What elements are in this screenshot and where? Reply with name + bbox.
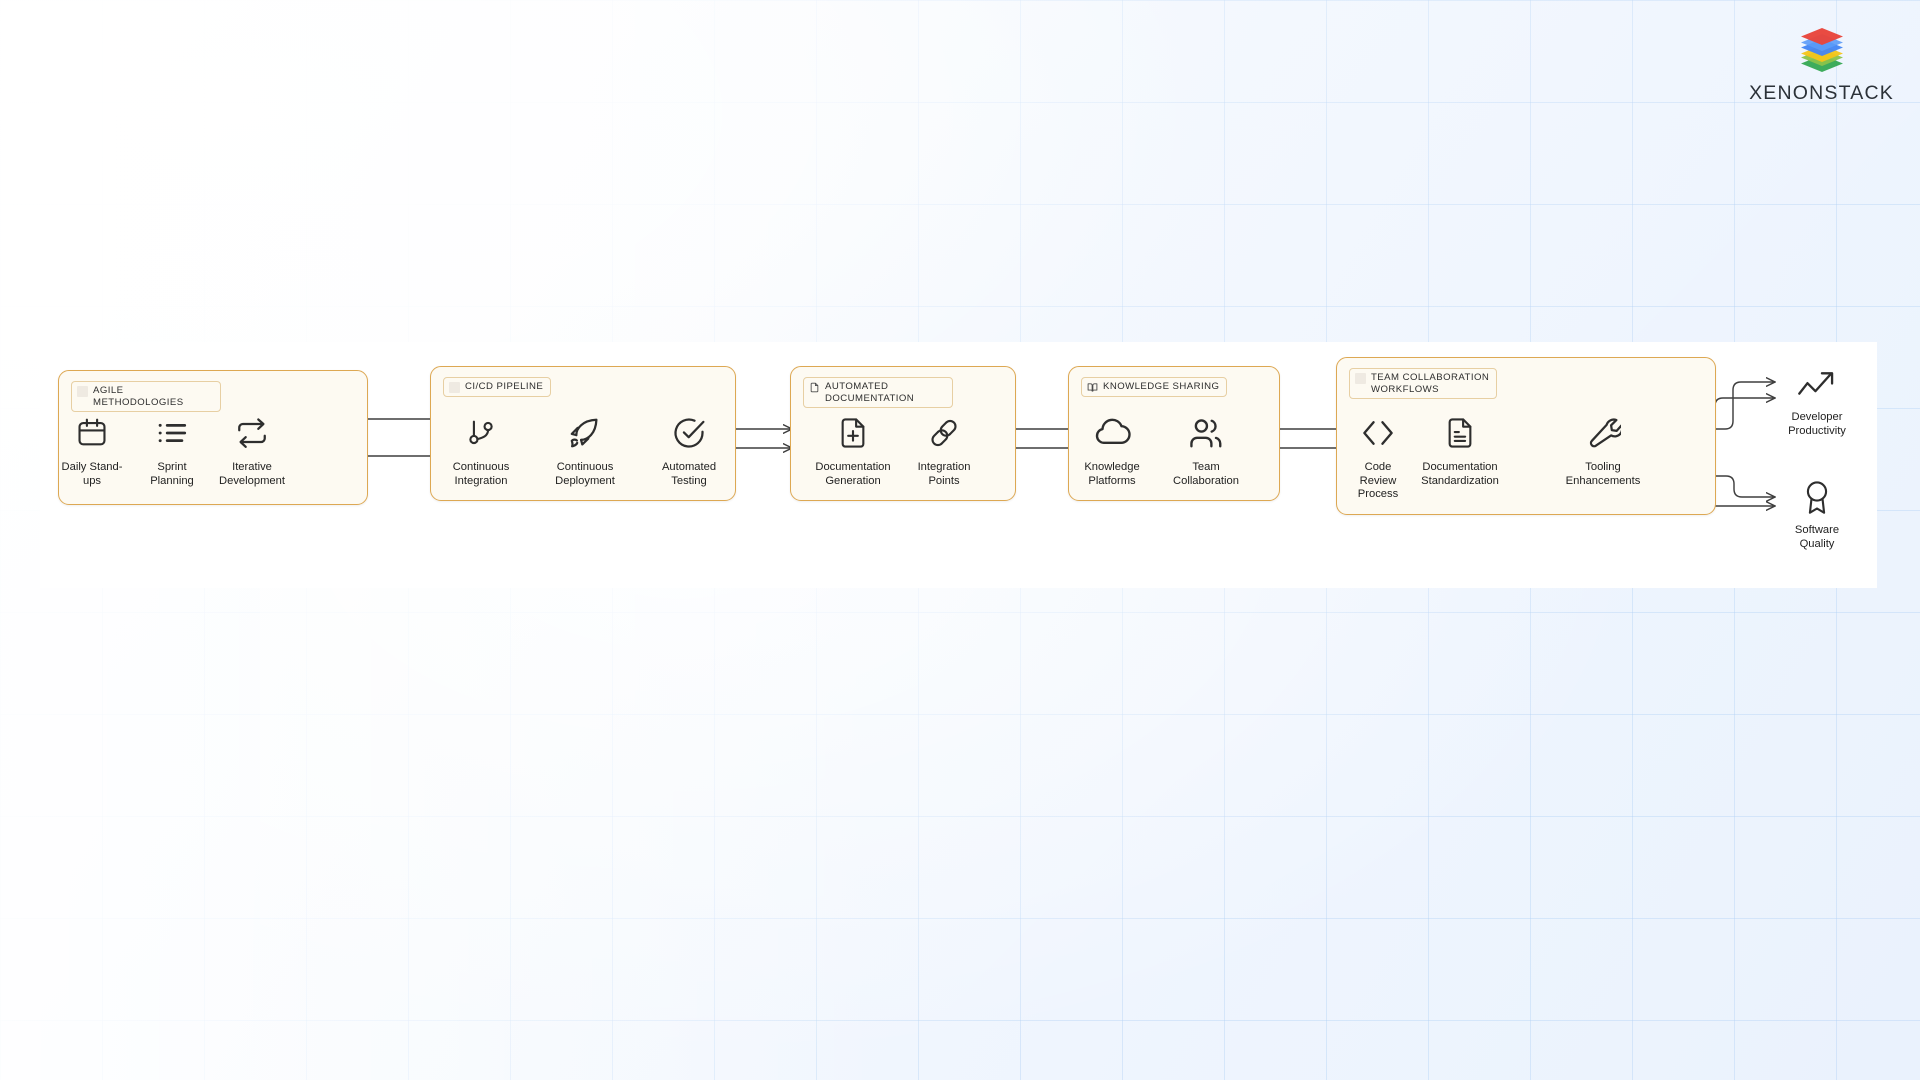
node-label: Code Review Process bbox=[1357, 461, 1399, 501]
cloud-icon bbox=[1093, 412, 1131, 454]
node-sprint-planning[interactable]: Sprint Planning bbox=[124, 412, 220, 488]
check-circle-icon bbox=[671, 412, 707, 454]
node-documentation-standardization[interactable]: Documentation Standardization bbox=[1412, 412, 1508, 488]
node-label: Automated Testing bbox=[661, 461, 717, 487]
node-label: Knowledge Platforms bbox=[1084, 461, 1140, 487]
node-label: Documentation Generation bbox=[815, 461, 891, 487]
award-badge-icon bbox=[1800, 478, 1834, 518]
node-code-review-process[interactable]: Code Review Process bbox=[1330, 412, 1426, 502]
refresh-cycle-icon bbox=[234, 412, 270, 454]
link-chain-icon bbox=[927, 412, 961, 454]
outcome-label: Developer Productivity bbox=[1788, 411, 1846, 437]
group-label-agile-methodologies: AGILE METHODOLOGIES bbox=[71, 381, 221, 412]
outcome-software-quality[interactable]: Software Quality bbox=[1762, 478, 1872, 551]
blank-square-icon bbox=[1355, 372, 1366, 384]
group-label-text: CI/CD PIPELINE bbox=[465, 381, 544, 392]
node-team-collaboration[interactable]: Team Collaboration bbox=[1158, 412, 1254, 488]
group-team-collaboration-workflows[interactable]: TEAM COLLABORATION WORKFLOWS bbox=[1336, 357, 1716, 515]
node-label: Sprint Planning bbox=[150, 461, 194, 487]
wrench-icon bbox=[1585, 412, 1621, 454]
node-label: Documentation Standardization bbox=[1421, 461, 1499, 487]
node-label: Integration Points bbox=[917, 461, 971, 487]
group-label-text: TEAM COLLABORATION WORKFLOWS bbox=[1371, 372, 1490, 395]
open-book-icon bbox=[1087, 382, 1098, 393]
node-label: Daily Stand- ups bbox=[61, 461, 123, 487]
code-brackets-icon bbox=[1359, 412, 1397, 454]
group-label-team-collaboration-workflows: TEAM COLLABORATION WORKFLOWS bbox=[1349, 368, 1498, 399]
node-label: Continuous Integration bbox=[452, 461, 510, 487]
group-label-automated-documentation: AUTOMATED DOCUMENTATION bbox=[803, 377, 953, 408]
node-tooling-enhancements[interactable]: Tooling Enhancements bbox=[1555, 412, 1651, 488]
node-daily-standups[interactable]: Daily Stand- ups bbox=[44, 412, 140, 488]
group-label-text: AUTOMATED DOCUMENTATION bbox=[825, 381, 915, 404]
node-label: Team Collaboration bbox=[1173, 461, 1239, 487]
calendar-icon bbox=[75, 412, 109, 454]
xenonstack-logo: XENONSTACK bbox=[1749, 24, 1894, 105]
file-text-icon bbox=[809, 382, 820, 393]
node-label: Continuous Deployment bbox=[555, 461, 615, 487]
node-documentation-generation[interactable]: Documentation Generation bbox=[805, 412, 901, 488]
node-automated-testing[interactable]: Automated Testing bbox=[641, 412, 737, 488]
users-icon bbox=[1187, 412, 1225, 454]
group-agile-methodologies[interactable]: AGILE METHODOLOGIES bbox=[58, 370, 368, 505]
outcome-developer-productivity[interactable]: Developer Productivity bbox=[1762, 365, 1872, 438]
node-iterative-development[interactable]: Iterative Development bbox=[204, 412, 300, 488]
blank-square-icon bbox=[77, 385, 88, 397]
node-label: Tooling Enhancements bbox=[1565, 461, 1641, 487]
group-label-text: KNOWLEDGE SHARING bbox=[1103, 381, 1220, 392]
document-lines-icon bbox=[1443, 412, 1477, 454]
group-label-text: AGILE METHODOLOGIES bbox=[93, 385, 184, 408]
group-automated-documentation[interactable]: AUTOMATED DOCUMENTATION bbox=[790, 366, 1016, 501]
node-integration-points[interactable]: Integration Points bbox=[896, 412, 992, 488]
brand-wordmark: XENONSTACK bbox=[1749, 82, 1894, 104]
stacked-layers-icon bbox=[1796, 24, 1848, 76]
rocket-icon bbox=[567, 412, 603, 454]
node-continuous-deployment[interactable]: Continuous Deployment bbox=[537, 412, 633, 488]
group-label-cicd-pipeline: CI/CD PIPELINE bbox=[443, 377, 552, 397]
node-knowledge-platforms[interactable]: Knowledge Platforms bbox=[1064, 412, 1160, 488]
trending-up-arrow-icon bbox=[1797, 365, 1837, 405]
node-continuous-integration[interactable]: Continuous Integration bbox=[433, 412, 529, 488]
node-label: Iterative Development bbox=[219, 461, 285, 487]
outcome-label: Software Quality bbox=[1794, 524, 1840, 550]
group-cicd-pipeline[interactable]: CI/CD PIPELINE bbox=[430, 366, 736, 501]
list-lines-icon bbox=[155, 412, 189, 454]
group-label-knowledge-sharing: KNOWLEDGE SHARING bbox=[1081, 377, 1228, 397]
file-plus-icon bbox=[836, 412, 870, 454]
blank-square-icon bbox=[449, 381, 460, 393]
git-branch-icon bbox=[464, 412, 498, 454]
group-knowledge-sharing[interactable]: KNOWLEDGE SHARING bbox=[1068, 366, 1280, 501]
